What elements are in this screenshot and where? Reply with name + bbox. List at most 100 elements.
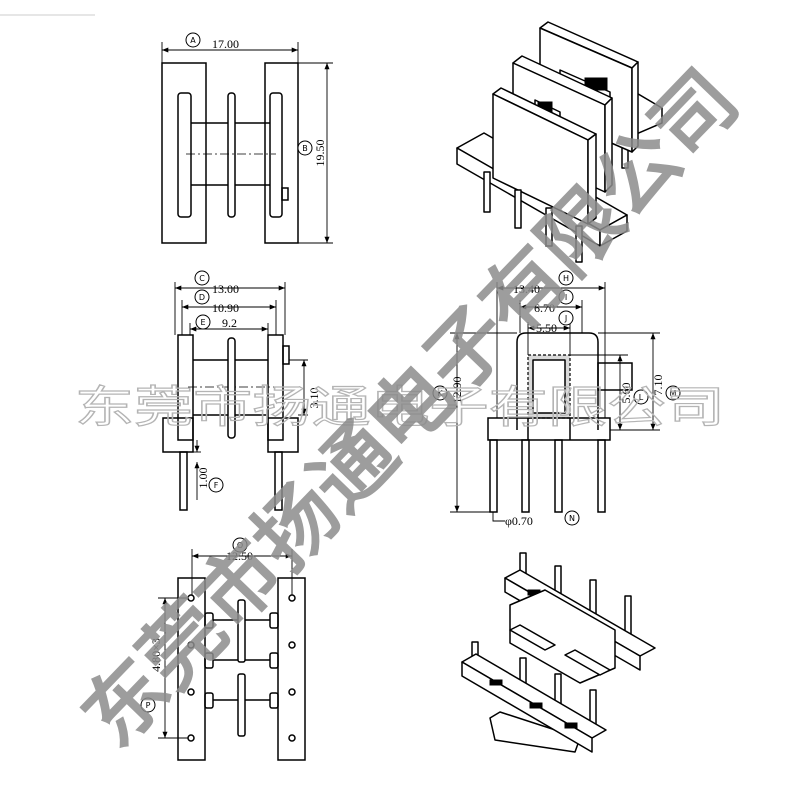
pin [597,439,606,513]
center-divider [237,599,246,663]
body-tab [509,624,556,651]
callout-letter: H [563,274,569,283]
callout-letter: B [302,144,308,153]
pin [274,451,283,511]
callout-circle [232,537,248,553]
callout-letter: L [639,393,644,402]
callout-tag: B [297,140,313,156]
left-flange-slot [177,92,192,218]
window-value: 5.50 [536,321,557,335]
dimension-flange: 10.90 [181,300,277,335]
callout-circle [195,314,211,330]
callout-letter: F [214,481,219,490]
middle-flange-edge [604,97,613,193]
pin [545,207,553,247]
back-flange-edge [631,61,639,153]
isometric-bottom-view [461,552,656,753]
pin-diameter-value: φ0.70 [505,514,533,528]
height-value: 12.90 [450,377,464,404]
callout-letter: N [569,514,575,523]
callout-letter: A [190,36,196,45]
callout-letter: D [199,293,205,302]
right-flange [264,62,299,244]
callout-circle [194,270,210,286]
side-view: 13.00 C 10.90 D 9.2 E [162,270,321,511]
callout-letter: J [564,314,567,323]
dimension-core: 9.2 [189,316,269,335]
dimension-overall: 13.00 [174,282,286,335]
pin-hole [288,688,296,696]
right-flange-slot [269,92,283,218]
dimension-core-height: 3.10 [289,359,321,416]
rail-tab [564,722,578,729]
callout-circle [194,289,210,305]
callout-letter: P [146,701,151,710]
dimension-outer: 6.70 [519,300,583,333]
left-pin-rail [177,577,206,761]
pin [483,171,491,213]
right-flange [267,334,284,441]
pin [554,439,563,513]
callout-tag: I [558,289,574,305]
callout-tag: N [564,510,580,526]
row-spacing-value: 12.50 [226,549,253,563]
leader-line [492,512,505,522]
callout-circle [297,140,313,156]
callout-tag: P [140,697,156,713]
callout-tag: F [208,477,224,493]
dimension-height: 12.90 [450,332,517,513]
callout-letter: C [199,274,205,283]
callout-circle [185,32,201,48]
callout-circle [558,270,574,286]
callout-tag: C [194,270,210,286]
dimension-row-spacing: 12.50 [191,549,293,595]
side-ear [597,362,633,391]
center-divider [237,673,246,737]
pin [624,595,632,635]
center-divider [227,92,236,218]
overall-value: 13.40 [513,282,540,296]
outer-value: 6.70 [534,301,555,315]
left-flange [177,334,194,441]
dimension-window: 5.50 [527,321,571,355]
callout-circle [564,510,580,526]
callout-tag: O [232,537,248,553]
callout-tag: M [665,385,681,401]
pin [575,225,583,263]
dimension-pin-diameter: φ0.70 [492,512,533,528]
end-view: 13.40 H 6.70 I 5.50 J [432,270,681,528]
right-pin-rail [277,577,306,761]
callout-circle [432,385,448,401]
watermark-horizontal: 东莞市扬通电子有限公司 [75,382,725,433]
flange-nub [281,187,289,201]
dimension-overall: 13.40 [496,282,606,418]
callout-circle [140,697,156,713]
pin [489,439,498,513]
pin-hole [187,688,195,696]
callout-circle [558,289,574,305]
isometric-top-view [456,21,663,263]
outer-height-value: 7.10 [651,375,665,396]
callout-letter: I [565,293,567,302]
window-height-value: 5.60 [619,383,633,404]
height-value: 19.50 [313,140,327,167]
callout-tag: K [432,385,448,401]
dimension-window-height: 5.60 [570,354,660,431]
pin-pitch-value: 4.80×3 [149,638,163,672]
callout-letter: M [670,389,677,398]
rail-tab [529,702,543,709]
lower-body [489,711,581,753]
width-value: 17.00 [212,37,239,51]
body-tab [564,649,611,676]
pin [521,439,530,513]
right-base [267,417,299,453]
left-flange [161,62,207,244]
pin-hole [288,734,296,742]
callout-tag: J [558,310,574,326]
base [487,417,611,441]
front-flange-edge [587,133,597,225]
callout-tag: L [633,389,649,405]
dimension-pin-pitch: 4.80×3 [149,597,188,739]
